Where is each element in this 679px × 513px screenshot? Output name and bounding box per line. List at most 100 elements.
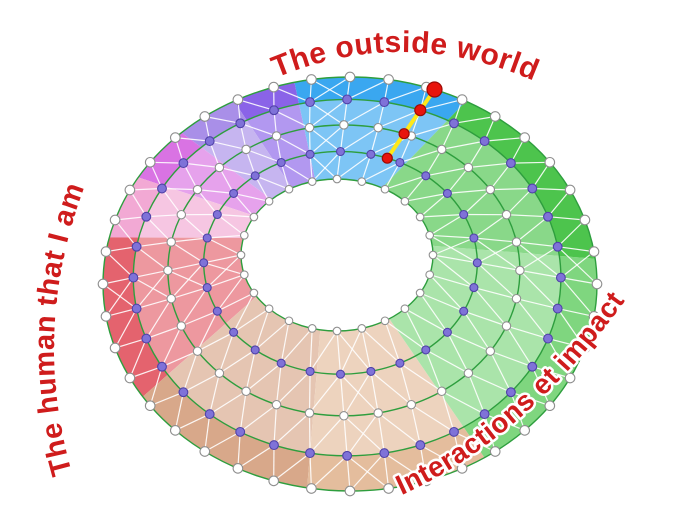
- skill-node-purple[interactable]: [250, 171, 260, 181]
- skill-node-white[interactable]: [383, 74, 394, 85]
- skill-node-white[interactable]: [307, 324, 317, 333]
- skill-node-white[interactable]: [420, 475, 432, 487]
- skill-node-white[interactable]: [214, 368, 225, 378]
- sector-tan-dark[interactable]: [142, 296, 321, 488]
- skill-node-white[interactable]: [166, 293, 176, 304]
- skill-node-white[interactable]: [264, 196, 274, 206]
- skill-node-white[interactable]: [406, 399, 417, 410]
- skill-node-purple[interactable]: [305, 149, 315, 159]
- skill-node-purple[interactable]: [421, 345, 431, 355]
- skill-node-purple[interactable]: [212, 306, 222, 316]
- skill-node-white[interactable]: [232, 463, 244, 474]
- skill-node-white[interactable]: [332, 326, 342, 336]
- skill-node-white[interactable]: [249, 288, 259, 298]
- skill-node-white[interactable]: [373, 122, 383, 133]
- skill-node-white[interactable]: [307, 177, 317, 186]
- skill-node-purple[interactable]: [250, 345, 260, 355]
- selected-node[interactable]: [398, 128, 410, 140]
- skill-node-white[interactable]: [109, 214, 121, 226]
- skill-node-purple[interactable]: [442, 327, 452, 337]
- skill-node-white[interactable]: [284, 184, 294, 194]
- skill-node-white[interactable]: [511, 237, 522, 247]
- sector-green[interactable]: [382, 101, 596, 259]
- skill-node-white[interactable]: [199, 446, 211, 457]
- skill-node-purple[interactable]: [505, 387, 516, 398]
- skill-node-purple[interactable]: [543, 333, 553, 344]
- skill-node-white[interactable]: [176, 321, 187, 331]
- skill-node-purple[interactable]: [335, 146, 346, 157]
- skill-node-white[interactable]: [97, 278, 109, 290]
- skill-node-white[interactable]: [239, 270, 249, 280]
- skill-node-white[interactable]: [306, 74, 317, 85]
- skill-node-white[interactable]: [544, 400, 556, 412]
- skill-node-white[interactable]: [463, 162, 474, 173]
- skill-node-white[interactable]: [339, 411, 349, 421]
- skill-node-white[interactable]: [489, 446, 501, 457]
- skill-node-purple[interactable]: [269, 105, 279, 116]
- skill-node-white[interactable]: [425, 230, 435, 240]
- skill-node-white[interactable]: [579, 214, 591, 226]
- skill-node-purple[interactable]: [449, 118, 459, 129]
- skill-node-purple[interactable]: [342, 94, 353, 105]
- skill-node-white[interactable]: [176, 209, 187, 220]
- skill-node-purple[interactable]: [235, 426, 246, 437]
- skill-node-white[interactable]: [515, 265, 525, 276]
- skill-node-purple[interactable]: [276, 358, 286, 368]
- skill-node-white[interactable]: [264, 304, 274, 314]
- skill-node-white[interactable]: [456, 463, 468, 474]
- skill-node-white[interactable]: [124, 184, 136, 196]
- skill-node-purple[interactable]: [415, 440, 426, 451]
- skill-node-white[interactable]: [144, 156, 156, 168]
- skill-node-purple[interactable]: [141, 211, 152, 222]
- selected-node[interactable]: [414, 104, 427, 117]
- skill-node-purple[interactable]: [366, 149, 376, 159]
- skill-node-purple[interactable]: [199, 258, 209, 268]
- skill-node-purple[interactable]: [235, 118, 246, 129]
- skill-node-white[interactable]: [564, 372, 576, 384]
- skill-node-white[interactable]: [304, 408, 315, 418]
- skill-node-white[interactable]: [436, 144, 447, 155]
- skill-node-white[interactable]: [579, 342, 591, 354]
- skill-node-white[interactable]: [344, 485, 356, 497]
- skill-node-white[interactable]: [169, 425, 181, 436]
- skill-node-white[interactable]: [271, 399, 282, 410]
- skill-node-white[interactable]: [383, 483, 394, 494]
- skill-node-white[interactable]: [344, 71, 356, 83]
- skill-node-white[interactable]: [425, 270, 435, 280]
- skill-node-white[interactable]: [124, 372, 136, 384]
- skill-node-purple[interactable]: [128, 272, 139, 283]
- skill-node-white[interactable]: [380, 316, 390, 326]
- skill-node-white[interactable]: [511, 293, 522, 304]
- skill-node-white[interactable]: [100, 311, 112, 322]
- skill-node-purple[interactable]: [442, 188, 452, 198]
- skill-node-white[interactable]: [519, 132, 531, 143]
- skill-node-white[interactable]: [192, 346, 203, 356]
- skill-node-purple[interactable]: [178, 158, 189, 169]
- skill-node-white[interactable]: [192, 184, 203, 195]
- skill-node-purple[interactable]: [555, 272, 566, 283]
- skill-node-white[interactable]: [236, 250, 246, 260]
- skill-node-purple[interactable]: [469, 233, 479, 243]
- skill-node-white[interactable]: [241, 144, 251, 155]
- skill-node-white[interactable]: [357, 324, 367, 333]
- selected-node[interactable]: [381, 152, 393, 164]
- sector-tan-light[interactable]: [307, 318, 485, 492]
- skill-node-purple[interactable]: [379, 448, 390, 459]
- skill-node-purple[interactable]: [178, 387, 189, 398]
- skill-node-white[interactable]: [415, 212, 425, 222]
- skill-node-white[interactable]: [306, 483, 317, 494]
- skill-node-white[interactable]: [485, 346, 496, 356]
- skill-node-white[interactable]: [501, 209, 512, 220]
- skill-node-white[interactable]: [166, 237, 176, 247]
- skill-node-purple[interactable]: [527, 183, 538, 194]
- skill-node-purple[interactable]: [212, 209, 222, 220]
- skill-node-purple[interactable]: [379, 97, 390, 108]
- skill-node-purple[interactable]: [229, 327, 239, 337]
- skill-node-white[interactable]: [268, 475, 280, 487]
- skill-node-white[interactable]: [239, 230, 249, 240]
- skill-node-white[interactable]: [489, 111, 501, 122]
- skill-node-purple[interactable]: [305, 448, 315, 459]
- skill-node-white[interactable]: [339, 120, 349, 130]
- skill-node-purple[interactable]: [204, 136, 215, 147]
- skill-node-purple[interactable]: [204, 409, 215, 420]
